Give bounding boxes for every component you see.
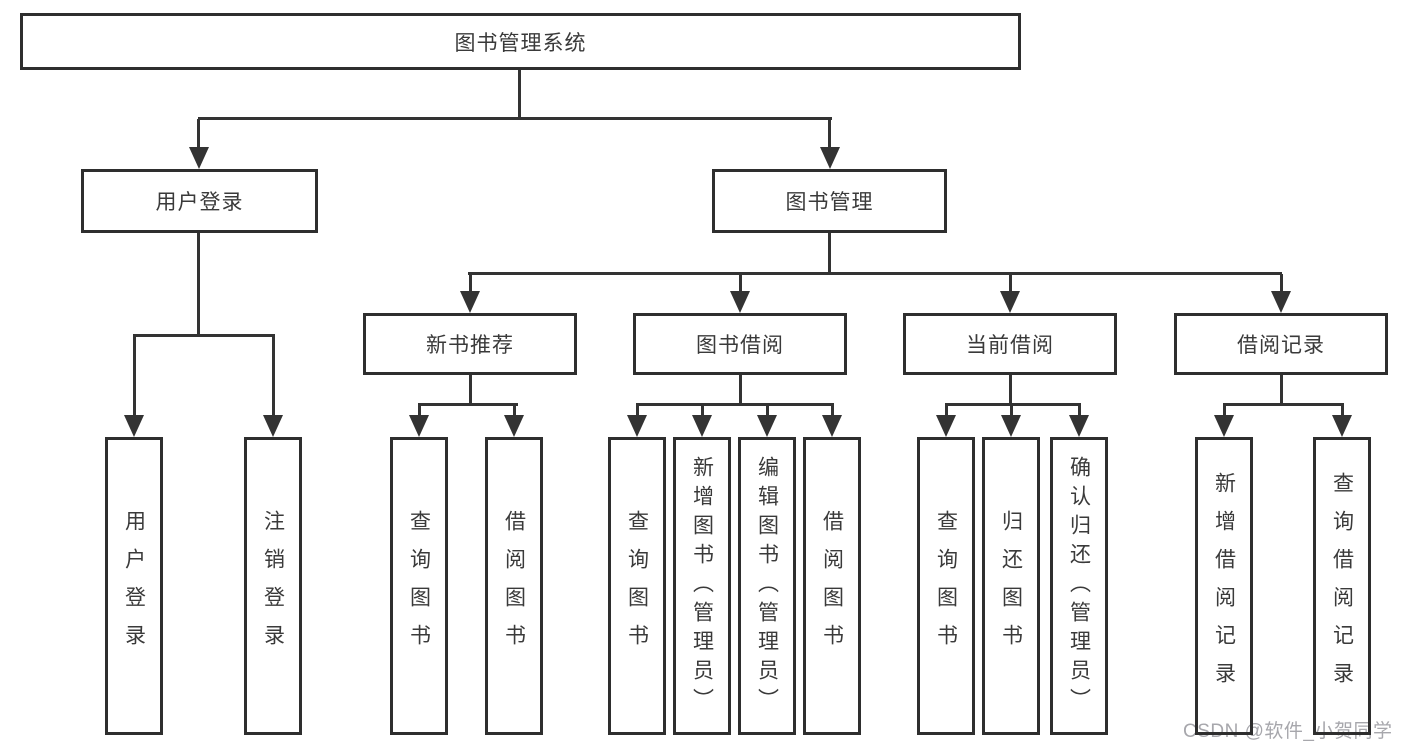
node-label: 查询图书 [407,510,431,662]
node-label: 图书管理系统 [454,31,587,55]
connector-segment [1009,274,1012,293]
connector-segment [766,405,769,417]
connector-segment [636,405,639,417]
node-label: 新增借阅记录 [1212,472,1236,700]
connector-segment [739,274,742,293]
arrowhead-down-icon [822,415,842,437]
node-label: 编辑图书（管理员） [755,455,779,717]
connector-segment [518,69,521,120]
node-user-login: 用户登录 [81,169,318,233]
connector-segment [1341,405,1344,417]
arrowhead-down-icon [189,147,209,169]
arrowhead-down-icon [692,415,712,437]
leaf-user-login: 用户登录 [105,437,163,735]
leaf-confirm-return-admin: 确认归还（管理员） [1050,437,1108,735]
connector-segment [1009,375,1012,405]
arrowhead-down-icon [1069,415,1089,437]
arrowhead-down-icon [1001,415,1021,437]
connector-segment [1223,405,1226,417]
leaf-query-book-current: 查询图书 [917,437,975,735]
node-label: 新书推荐 [426,334,514,357]
node-book-borrowing: 图书借阅 [633,313,847,375]
node-library-management-system: 图书管理系统 [20,13,1021,70]
arrowhead-down-icon [757,415,777,437]
node-label: 借阅图书 [820,510,844,662]
node-label: 新增图书（管理员） [690,455,714,717]
arrowhead-down-icon [1000,291,1020,313]
node-label: 用户登录 [122,510,146,662]
connector-segment [468,272,1282,275]
leaf-edit-book-admin: 编辑图书（管理员） [738,437,796,735]
connector-segment [739,375,742,405]
connector-segment [133,336,136,417]
arrowhead-down-icon [1332,415,1352,437]
connector-segment [1223,403,1344,406]
leaf-borrow-book-recommend: 借阅图书 [485,437,543,735]
arrowhead-down-icon [730,291,750,313]
node-label: 借阅记录 [1237,334,1325,357]
leaf-add-book-admin: 新增图书（管理员） [673,437,731,735]
node-label: 图书管理 [785,191,874,214]
arrowhead-down-icon [936,415,956,437]
node-label: 确认归还（管理员） [1067,455,1091,717]
leaf-query-borrow-record: 查询借阅记录 [1313,437,1371,735]
arrowhead-down-icon [460,291,480,313]
connector-segment [1280,375,1283,405]
connector-segment [945,405,948,417]
connector-segment [133,334,275,337]
leaf-return-book: 归还图书 [982,437,1040,735]
connector-segment [636,403,834,406]
node-label: 当前借阅 [966,334,1054,357]
connector-segment [828,233,831,275]
node-label: 归还图书 [999,510,1023,662]
arrowhead-down-icon [1271,291,1291,313]
node-label: 查询借阅记录 [1330,472,1354,700]
connector-segment [418,405,421,417]
leaf-add-borrow-record: 新增借阅记录 [1195,437,1253,735]
connector-segment [198,117,832,120]
connector-segment [197,119,200,149]
leaf-query-book-recommend: 查询图书 [390,437,448,735]
arrowhead-down-icon [627,415,647,437]
arrowhead-down-icon [1214,415,1234,437]
leaf-query-book-borrowing: 查询图书 [608,437,666,735]
arrowhead-down-icon [124,415,144,437]
node-new-book-recommend: 新书推荐 [363,313,577,375]
arrowhead-down-icon [409,415,429,437]
node-label: 注销登录 [261,510,285,662]
node-book-management: 图书管理 [712,169,947,233]
connector-segment [1078,405,1081,417]
arrowhead-down-icon [263,415,283,437]
connector-segment [701,405,704,417]
connector-segment [418,403,518,406]
node-label: 图书借阅 [696,334,784,357]
connector-segment [828,119,831,149]
node-label: 借阅图书 [502,510,526,662]
arrowhead-down-icon [820,147,840,169]
connector-segment [945,403,1081,406]
watermark: CSDN @软件_小贺同学 [1183,721,1393,742]
node-label: 查询图书 [625,510,649,662]
connector-segment [469,375,472,405]
connector-segment [1280,274,1283,293]
connector-segment [1010,405,1013,417]
node-borrowing-records: 借阅记录 [1174,313,1388,375]
node-label: 查询图书 [934,510,958,662]
node-label: 用户登录 [155,191,244,214]
connector-segment [272,336,275,417]
leaf-borrow-book: 借阅图书 [803,437,861,735]
connector-segment [469,274,472,293]
arrowhead-down-icon [504,415,524,437]
leaf-logout: 注销登录 [244,437,302,735]
node-current-borrowing: 当前借阅 [903,313,1117,375]
connector-segment [513,405,516,417]
connector-segment [831,405,834,417]
connector-segment [197,233,200,337]
